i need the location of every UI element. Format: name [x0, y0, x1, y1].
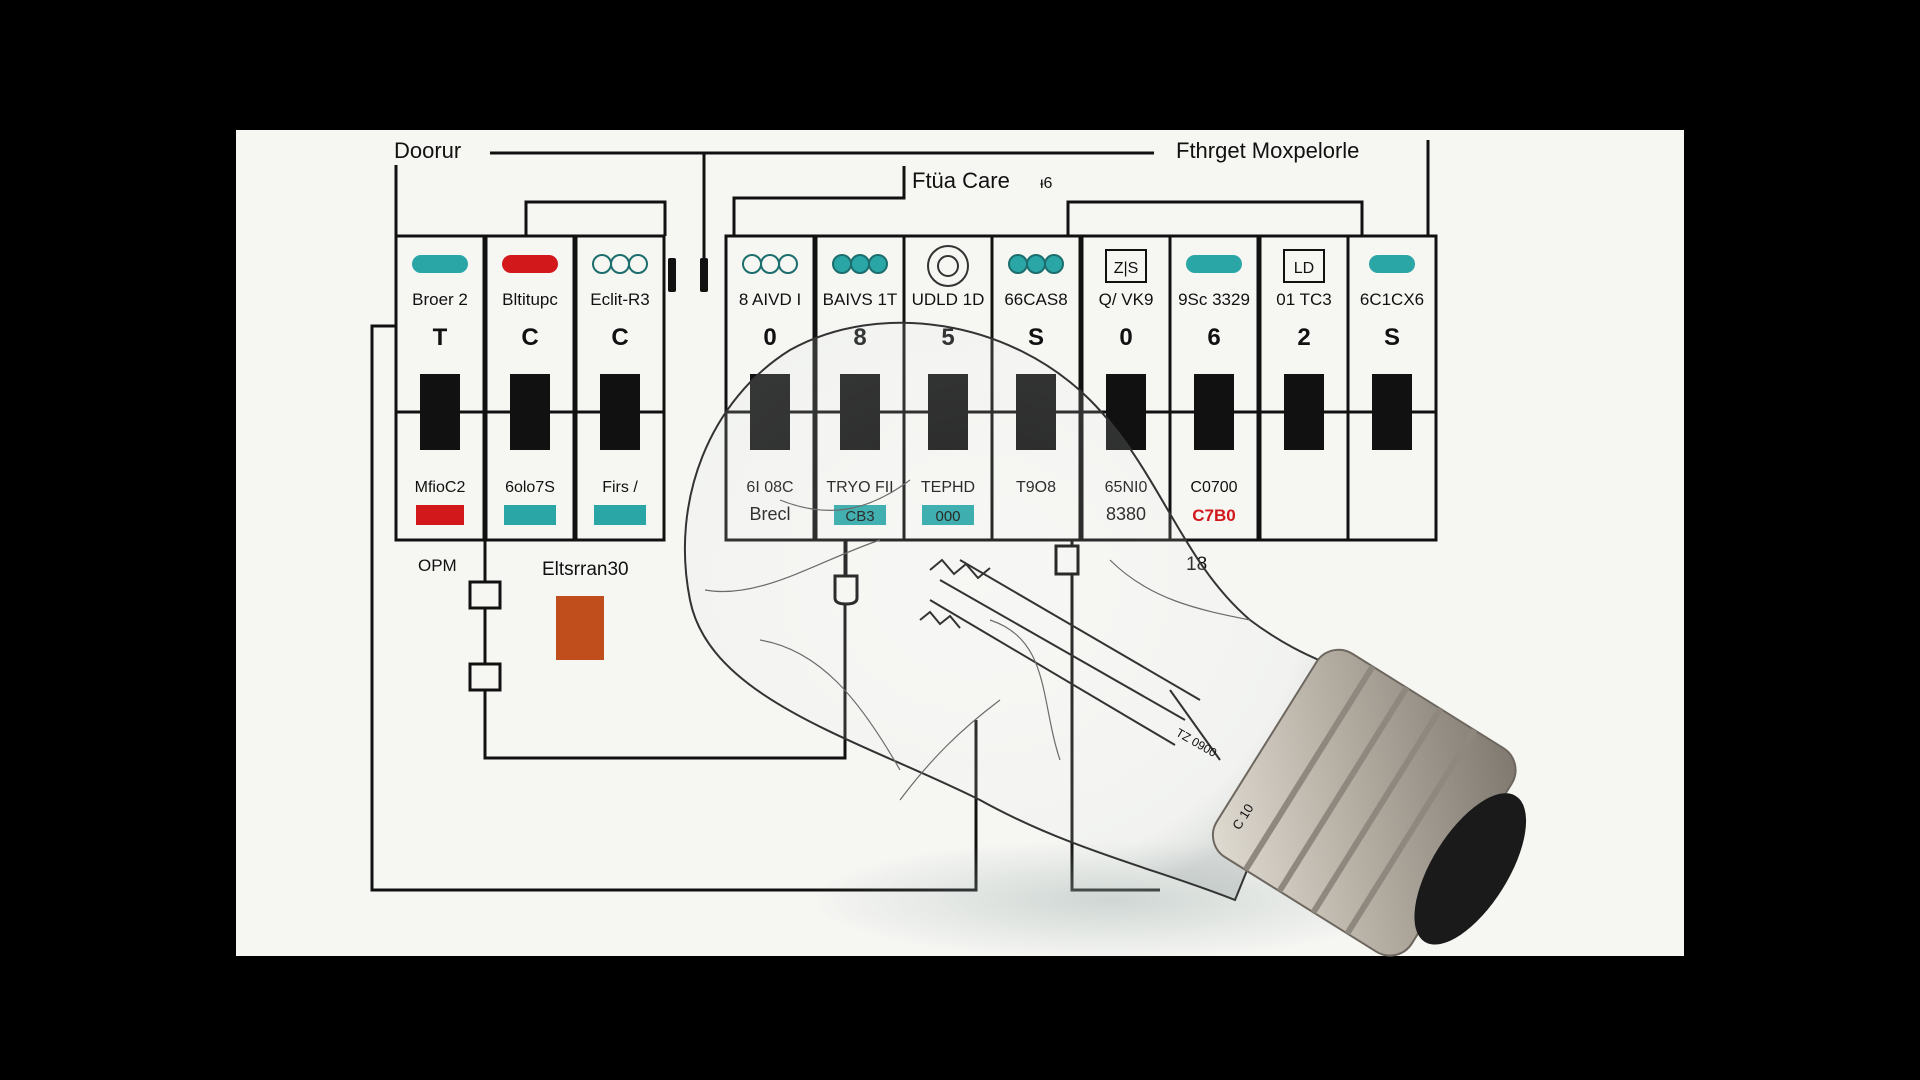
- module-name: 01 TC3: [1276, 290, 1331, 309]
- module-letter: C: [611, 324, 628, 351]
- gear-icon: [927, 245, 969, 287]
- module-bottom-label: MfioC2: [415, 479, 466, 496]
- ring-indicator-icon: [628, 254, 648, 274]
- breaker-switch: [600, 374, 640, 450]
- bulb-glass: [683, 321, 1332, 902]
- opm-label: OPM: [418, 556, 457, 575]
- terminal-block-lower: [468, 662, 502, 692]
- module-name: Bltitupc: [502, 290, 558, 309]
- module-name: Q/ VK9: [1099, 290, 1154, 309]
- module-name: Eclit-R3: [590, 290, 650, 309]
- module-bottom-label: Firs /: [602, 479, 638, 496]
- ring-indicator-icon: [1044, 254, 1064, 274]
- module-letter: C: [521, 324, 538, 351]
- header-wires: [394, 140, 1430, 262]
- ring-indicator-icon: [1026, 254, 1046, 274]
- module-letter: 6: [1207, 324, 1220, 351]
- group-connector: [668, 258, 708, 292]
- glass-cracks: [704, 479, 1251, 801]
- label-box-icon: [1283, 249, 1325, 283]
- teal-badge: [594, 505, 646, 525]
- module-name: 9Sc 3329: [1178, 290, 1250, 309]
- breaker-switch: [420, 374, 460, 450]
- bulb-base: C 10: [1211, 648, 1527, 957]
- breaker-switch: [1372, 374, 1412, 450]
- breaker-module: LD 01 TC3 2: [1258, 234, 1350, 542]
- breaker-switch: [1194, 374, 1234, 450]
- bulb-filament: [919, 558, 1221, 761]
- teal-indicator-icon: [1369, 255, 1415, 273]
- header-center-label: Ftüa Care: [912, 168, 1010, 193]
- ring-indicator-icon: [1008, 254, 1028, 274]
- module-letter: T: [433, 324, 448, 351]
- ring-indicator-icon: [850, 254, 870, 274]
- ring-indicator-icon: [868, 254, 888, 274]
- red-badge: [416, 505, 464, 525]
- teal-badge: [504, 505, 556, 525]
- terminal-block-upper: [468, 580, 502, 610]
- red-indicator-icon: [502, 255, 558, 273]
- breaker-switch: [510, 374, 550, 450]
- breaker-module: Broer 2 T MfioC2: [394, 234, 486, 542]
- ring-indicator-icon: [778, 254, 798, 274]
- header-center-suffix: ᵻ6: [1040, 175, 1053, 192]
- header-left-label: Doorur: [394, 138, 461, 163]
- teal-indicator-icon: [1186, 255, 1242, 273]
- module-name: Broer 2: [412, 290, 468, 309]
- header-right-label: Fthrget Moxpelorle: [1176, 138, 1359, 163]
- module-name: 6C1CX6: [1360, 290, 1424, 309]
- module-name: 8 AIVD I: [739, 290, 801, 309]
- module-letter: S: [1384, 324, 1400, 351]
- module-letter: 2: [1297, 324, 1310, 351]
- module-name: 66CAS8: [1004, 290, 1067, 309]
- module-name: BAIVS 1T: [823, 290, 898, 309]
- module-letter: 0: [1119, 324, 1132, 351]
- module-letter: 0: [763, 324, 776, 351]
- indicator-box-text: Z|S: [1114, 260, 1139, 277]
- lightbulb: TZ 0900 C 10: [683, 321, 1527, 960]
- breaker-switch: [1284, 374, 1324, 450]
- red-badge-text: C7B0: [1192, 506, 1235, 525]
- indicator-box-text: LD: [1294, 260, 1314, 277]
- label-box-icon: [1105, 249, 1147, 283]
- teal-indicator-icon: [412, 255, 468, 273]
- module-letter: S: [1028, 324, 1044, 351]
- bulb-contact-tip: [1414, 793, 1527, 945]
- module-bottom-label: 6olo7S: [505, 479, 555, 496]
- module-bottom-label: C0700: [1190, 479, 1237, 496]
- breaker-module: Eclit-R3C Firs /: [574, 234, 666, 542]
- ring-indicator-icon: [832, 254, 852, 274]
- module-name: UDLD 1D: [912, 290, 985, 309]
- orange-component: [556, 596, 604, 660]
- elter-label: Eltsrran30: [542, 559, 629, 580]
